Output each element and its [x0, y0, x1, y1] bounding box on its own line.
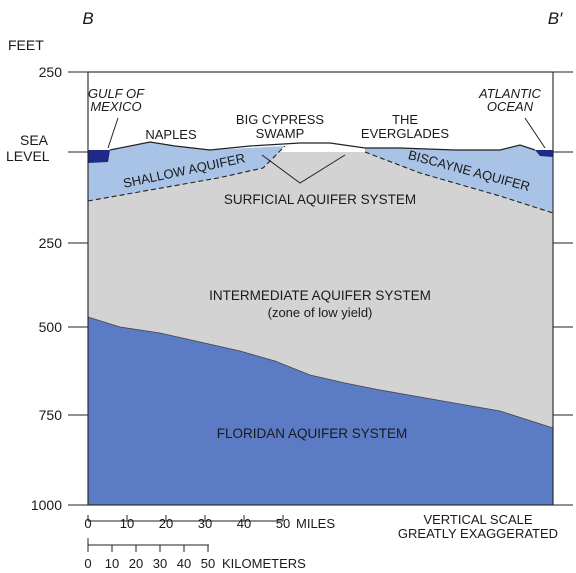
vertical-scale-note-line1: VERTICAL SCALE — [423, 512, 532, 527]
big-cypress-label-line2: SWAMP — [256, 126, 305, 141]
shallow-aquifer-area — [88, 142, 285, 201]
tick-label-250-above: 250 — [39, 64, 63, 80]
biscayne-aquifer-base-line — [364, 151, 554, 214]
naples-label: NAPLES — [145, 127, 197, 142]
km-tick-40: 40 — [177, 556, 191, 571]
section-label-b: B — [82, 9, 93, 28]
km-tick-10: 10 — [105, 556, 119, 571]
everglades-label-line1: THE — [392, 112, 418, 127]
floridan-top-line — [87, 316, 554, 429]
km-unit-label: KILOMETERS — [222, 556, 306, 571]
miles-tick-0: 0 — [84, 516, 91, 531]
gulf-of-mexico-water — [88, 150, 110, 163]
section-frame — [87, 71, 554, 506]
km-tick-20: 20 — [129, 556, 143, 571]
miles-tick-20: 20 — [159, 516, 173, 531]
sea-level-label-line1: SEA — [20, 132, 49, 148]
tick-label-1000: 1000 — [31, 497, 62, 513]
atlantic-ocean-label-line2: OCEAN — [487, 99, 534, 114]
surficial-aquifer-system-label: SURFICIAL AQUIFER SYSTEM — [224, 192, 416, 207]
gulf-leader-line — [107, 117, 119, 149]
axis-unit-label: FEET — [8, 37, 44, 53]
miles-tick-10: 10 — [120, 516, 134, 531]
atlantic-ocean-water — [535, 150, 553, 157]
atlantic-ocean-label-line1: ATLANTIC — [478, 86, 541, 101]
land-surface-line — [109, 141, 536, 151]
tick-label-250-below: 250 — [39, 235, 63, 251]
miles-tick-30: 30 — [198, 516, 212, 531]
surficial-leader-lines — [261, 154, 346, 184]
km-tick-0: 0 — [84, 556, 91, 571]
section-label-b-prime: B′ — [548, 9, 563, 28]
sea-level-label-line2: LEVEL — [6, 148, 50, 164]
gulf-of-mexico-label-line1: GULF OF — [88, 86, 145, 101]
biscayne-aquifer-area — [365, 145, 553, 213]
km-tick-50: 50 — [201, 556, 215, 571]
tick-label-500: 500 — [39, 319, 63, 335]
floridan-aquifer-system-label: FLORIDAN AQUIFER SYSTEM — [217, 426, 408, 441]
intermediate-aquifer-system-label: INTERMEDIATE AQUIFER SYSTEM — [209, 288, 431, 303]
floridan-aquifer-system-area — [88, 317, 553, 505]
big-cypress-label-line1: BIG CYPRESS — [236, 112, 324, 127]
gulf-of-mexico-label-line2: MEXICO — [90, 99, 141, 114]
miles-tick-50: 50 — [276, 516, 290, 531]
atlantic-leader-line — [524, 117, 546, 149]
miles-unit-label: MILES — [296, 516, 335, 531]
tick-label-750: 750 — [39, 407, 63, 423]
miles-tick-40: 40 — [237, 516, 251, 531]
intermediate-sub-label: (zone of low yield) — [268, 305, 373, 320]
vertical-scale-note-line2: GREATLY EXAGGERATED — [398, 526, 558, 541]
km-tick-30: 30 — [153, 556, 167, 571]
everglades-label-line2: EVERGLADES — [361, 126, 449, 141]
